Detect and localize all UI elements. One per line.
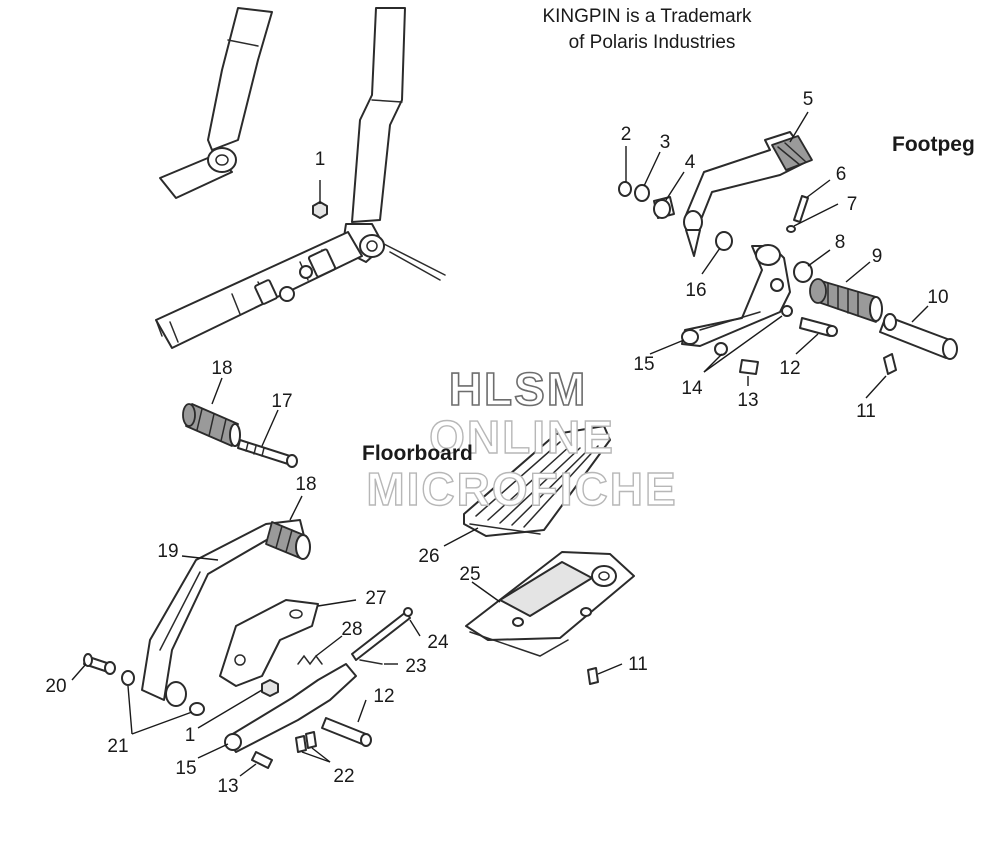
callout-14: 14 (681, 378, 703, 399)
callout-13-footpeg: 13 (737, 390, 758, 411)
callout-2: 2 (621, 124, 632, 145)
footpeg-assembly (618, 131, 958, 375)
callout-1-shifter-nut: 1 (185, 725, 196, 746)
callout-10: 10 (927, 287, 948, 308)
callout-3: 3 (660, 132, 671, 153)
callout-27: 27 (365, 588, 386, 609)
callout-16: 16 (685, 280, 706, 301)
leader-lines (71, 111, 929, 777)
callout-9: 9 (872, 246, 883, 267)
callout-8: 8 (835, 232, 846, 253)
heel-toe-shifter (83, 403, 413, 769)
callout-6: 6 (836, 164, 847, 185)
callout-15-footpeg: 15 (633, 354, 654, 375)
callout-7: 7 (847, 194, 858, 215)
floorboard-heading: Floorboard (362, 442, 473, 465)
watermark: HLSM ONLINE MICROFICHE (366, 362, 677, 516)
callout-12-shifter: 12 (373, 686, 394, 707)
callout-1-frame-nut: 1 (315, 149, 326, 170)
watermark-line-3: MICROFICHE (366, 463, 677, 515)
callout-15-shifter: 15 (175, 758, 196, 779)
callout-28: 28 (341, 619, 362, 640)
watermark-line-2: ONLINE (429, 411, 615, 463)
callout-22: 22 (333, 766, 354, 787)
watermark-line-1: HLSM (449, 363, 587, 415)
callout-23: 23 (405, 656, 426, 677)
trademark-notice-line-2: of Polaris Industries (569, 32, 736, 53)
callouts: 1 2 3 4 5 6 7 8 9 10 11 12 13 14 15 16 1… (45, 89, 948, 797)
callout-18-upper: 18 (211, 358, 232, 379)
callout-12-footpeg: 12 (779, 358, 800, 379)
callout-11-footpeg: 11 (856, 401, 876, 422)
callout-5: 5 (803, 89, 814, 110)
callout-18-lower: 18 (295, 474, 316, 495)
footpeg-heading: Footpeg (892, 133, 975, 156)
callout-21: 21 (107, 736, 128, 757)
callout-19: 19 (157, 541, 178, 562)
callout-11-floorboard: 11 (628, 654, 648, 675)
callout-17: 17 (271, 391, 292, 412)
callout-20: 20 (45, 676, 66, 697)
trademark-notice-line-1: KINGPIN is a Trademark (542, 6, 752, 27)
callout-24: 24 (427, 632, 449, 653)
callout-26: 26 (418, 546, 439, 567)
frame-tubes (155, 7, 446, 349)
callout-25: 25 (459, 564, 480, 585)
callout-13-shifter: 13 (217, 776, 238, 797)
callout-4: 4 (685, 152, 696, 173)
floorboard-assembly (463, 425, 635, 685)
